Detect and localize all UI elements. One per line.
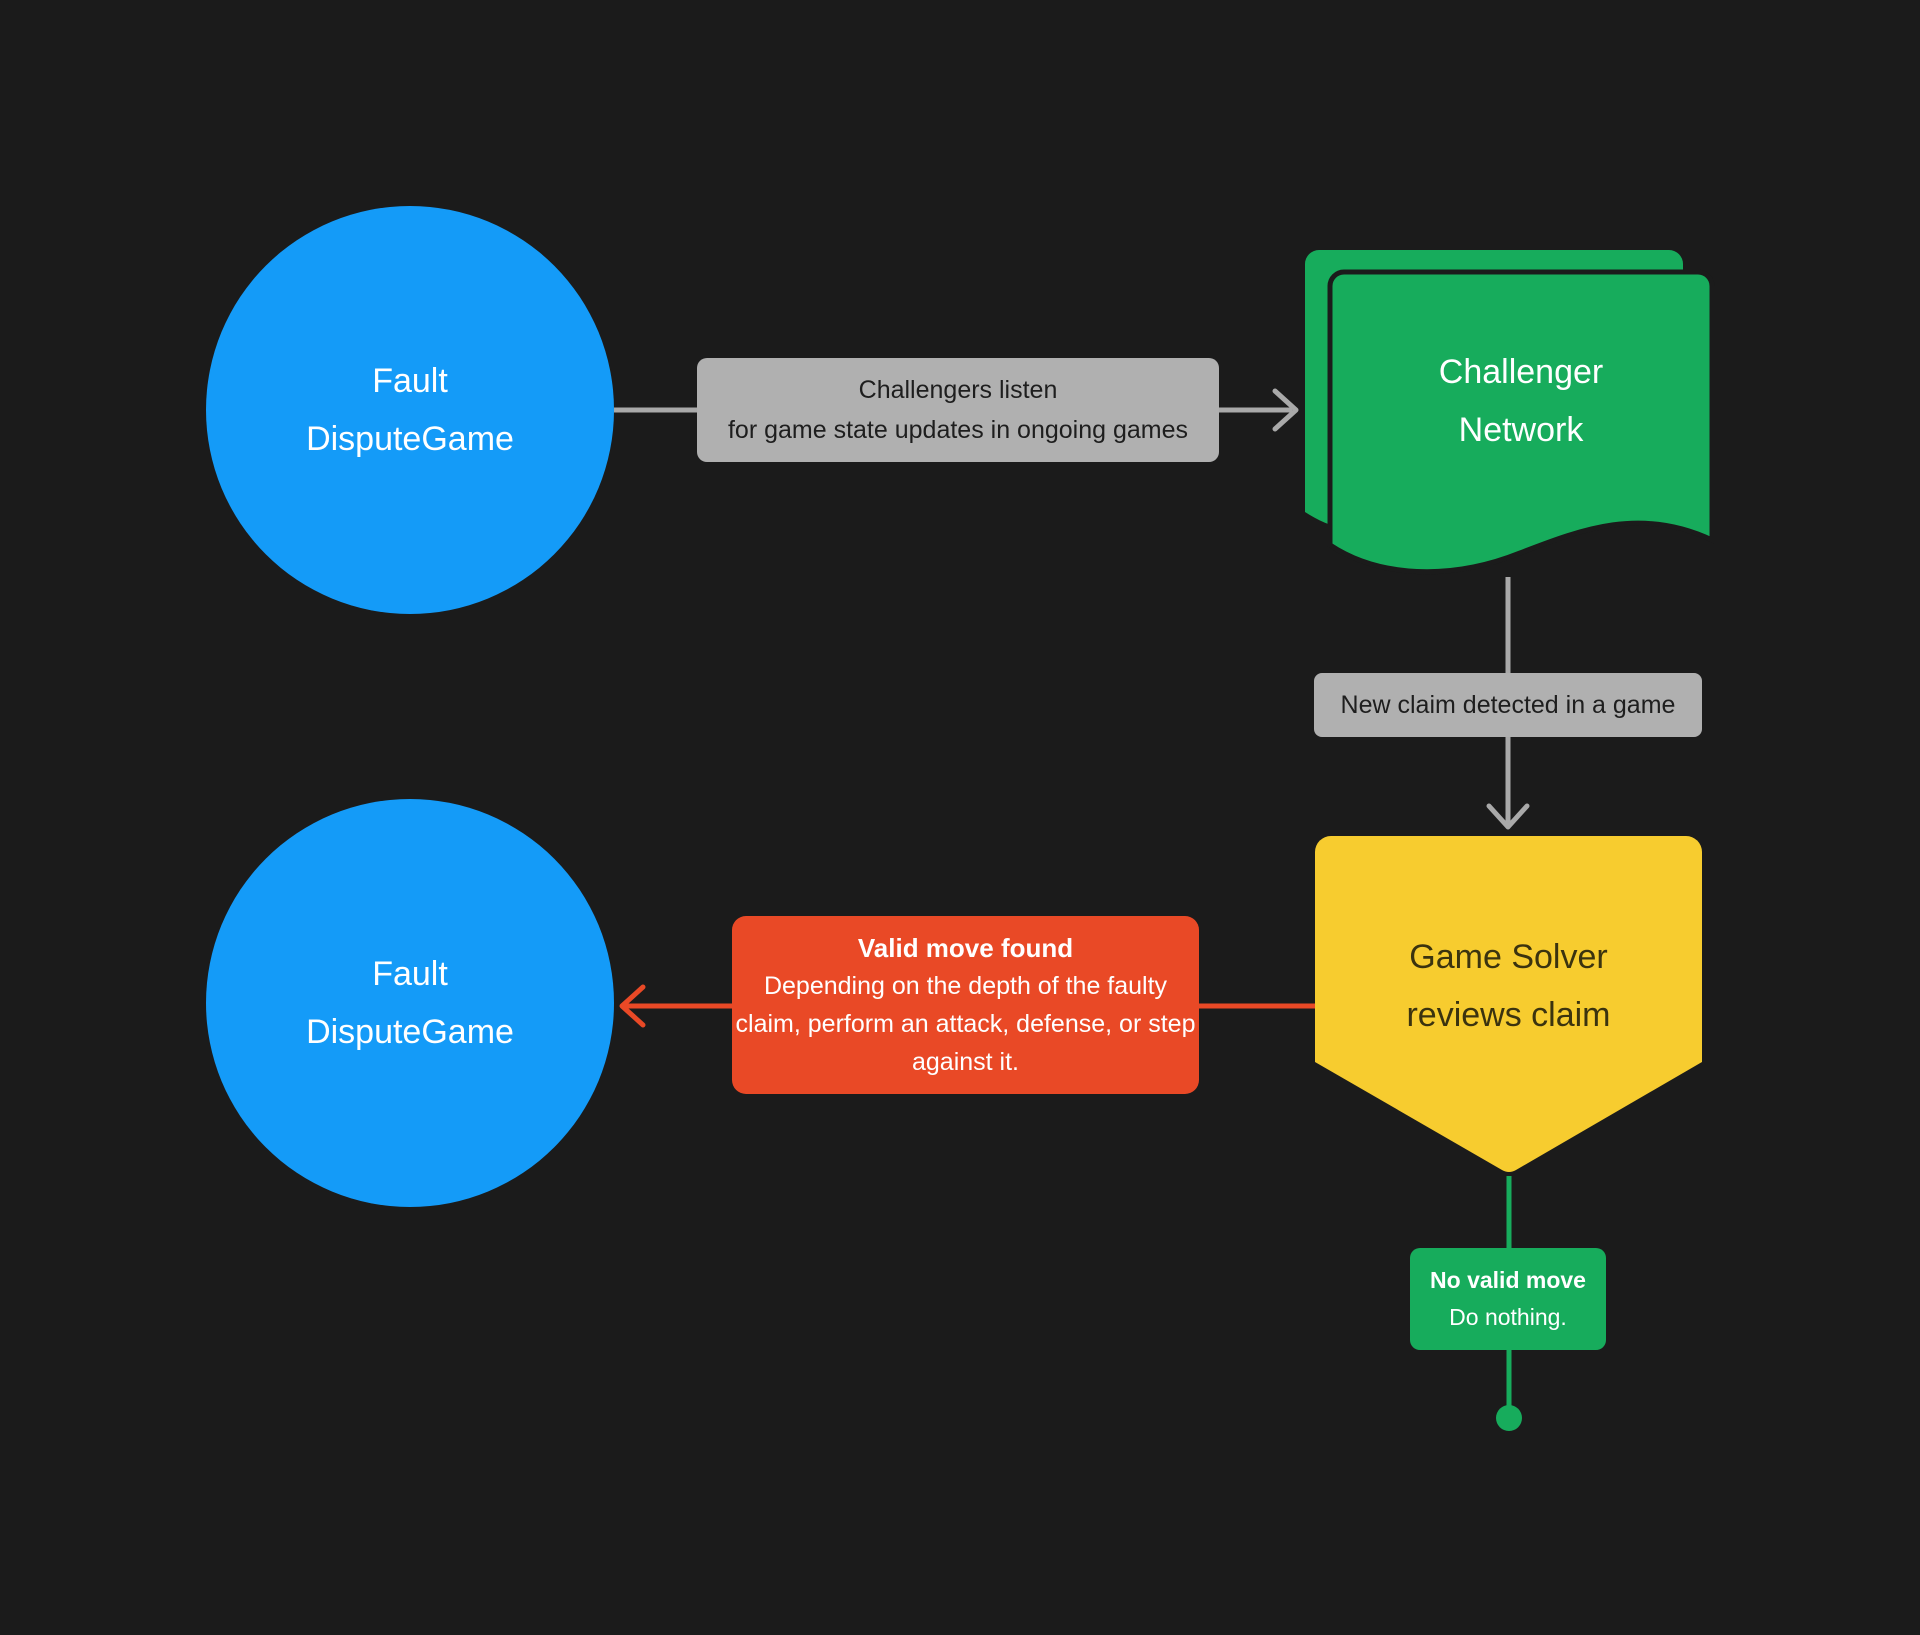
game-solver-shape <box>1315 836 1702 1172</box>
arrow-new-claim <box>1486 577 1530 830</box>
edge-label-new-claim: New claim detected in a game <box>1314 673 1702 737</box>
edge-label-line: for game state updates in ongoing games <box>727 416 1189 444</box>
edge-label-body: Do nothing. <box>1449 1304 1567 1330</box>
node-fault-dispute-game-top: Fault DisputeGame <box>206 206 614 614</box>
arrowhead-right-icon <box>1272 388 1299 432</box>
edge-label-line: New claim detected in a game <box>1340 691 1676 719</box>
node-fault-dispute-game-bottom: Fault DisputeGame <box>206 799 614 1207</box>
edge-label-challengers-listen: Challengers listen for game state update… <box>697 358 1219 462</box>
edge-label-no-valid-move: No valid move Do nothing. <box>1410 1248 1606 1350</box>
edge-label-title: No valid move <box>1430 1267 1586 1293</box>
challenger-network-front-document <box>1327 269 1715 575</box>
node-label-line: DisputeGame <box>306 420 514 458</box>
edge-label-line: Challengers listen <box>858 376 1058 404</box>
node-challenger-network-label: Challenger Network <box>1330 276 1712 526</box>
node-label-line: Fault <box>372 362 448 400</box>
edge-label-title: Valid move found <box>857 933 1074 963</box>
node-label-line: Fault <box>372 955 448 993</box>
arrow-listen <box>614 388 1299 432</box>
node-label-line: DisputeGame <box>306 1013 514 1051</box>
node-label-line: Network <box>1458 411 1584 449</box>
terminal-dot <box>1496 1405 1522 1431</box>
arrowhead-left-icon <box>619 984 646 1028</box>
edge-label-valid-move: Valid move found Depending on the depth … <box>732 916 1199 1094</box>
edge-label-body: Depending on the depth of the faulty cla… <box>735 972 1196 1076</box>
arrow-valid-move <box>619 984 1315 1028</box>
node-game-solver-label: Game Solver reviews claim <box>1315 870 1702 1102</box>
connector-no-valid-move <box>1496 1176 1522 1431</box>
node-label-line: reviews claim <box>1406 996 1611 1034</box>
arrowhead-down-icon <box>1486 803 1530 830</box>
node-label-line: Challenger <box>1438 353 1604 391</box>
node-label-line: Game Solver <box>1409 938 1608 976</box>
